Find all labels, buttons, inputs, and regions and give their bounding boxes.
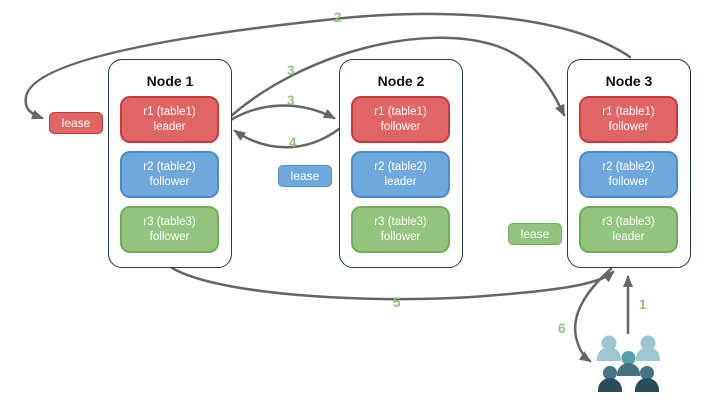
- step-label-2: 2: [334, 10, 342, 25]
- step-label-6: 6: [558, 321, 566, 336]
- step-label-1: 1: [639, 297, 647, 312]
- node2-replica-r1-follower: r1 (table1) follower: [351, 96, 450, 143]
- replica-label: r1 (table1): [374, 105, 427, 118]
- lease-badge-red: lease: [49, 112, 103, 134]
- replica-role: follower: [380, 230, 421, 243]
- replica-role: leader: [153, 120, 186, 133]
- node-2: Node 2 r1 (table1) follower r2 (table2) …: [339, 59, 463, 268]
- lease-badge-green: lease: [508, 223, 562, 245]
- node-2-title: Node 2: [377, 73, 425, 89]
- node3-replica-r1-follower: r1 (table1) follower: [579, 96, 678, 143]
- arrow-3-node1-to-node2: [227, 104, 336, 123]
- replica-label: r3 (table3): [374, 215, 427, 228]
- replica-label: r1 (table1): [143, 105, 196, 118]
- node-3-title: Node 3: [605, 73, 653, 89]
- node1-replica-r3-follower: r3 (table3) follower: [120, 206, 219, 253]
- replica-role: leader: [384, 175, 417, 188]
- step-label-5: 5: [393, 295, 401, 310]
- replica-role: follower: [149, 175, 190, 188]
- step-label-3a: 3: [287, 63, 295, 78]
- replica-role: follower: [380, 120, 421, 133]
- replica-role: follower: [608, 120, 649, 133]
- arrow-4-node2-to-node1: [233, 127, 341, 149]
- replica-role: leader: [612, 230, 645, 243]
- node-1-title: Node 1: [146, 73, 194, 89]
- replica-label: r3 (table3): [143, 215, 196, 228]
- step-label-3b: 3: [287, 93, 295, 108]
- node2-replica-r3-follower: r3 (table3) follower: [351, 206, 450, 253]
- node2-replica-r2-leader: r2 (table2) leader: [351, 151, 450, 198]
- node1-replica-r1-leader: r1 (table1) leader: [120, 96, 219, 143]
- replica-label: r1 (table1): [602, 105, 655, 118]
- node1-replica-r2-follower: r2 (table2) follower: [120, 151, 219, 198]
- replica-label: r3 (table3): [602, 215, 655, 228]
- replica-role: follower: [608, 175, 649, 188]
- replica-role: follower: [149, 230, 190, 243]
- node-1: Node 1 r1 (table1) leader r2 (table2) fo…: [108, 59, 232, 268]
- node3-replica-r3-leader: r3 (table3) leader: [579, 206, 678, 253]
- step-label-4: 4: [289, 135, 297, 150]
- replica-label: r2 (table2): [143, 160, 196, 173]
- replica-label: r2 (table2): [602, 160, 655, 173]
- lease-badge-blue: lease: [278, 165, 332, 187]
- replica-label: r2 (table2): [374, 160, 427, 173]
- node3-replica-r2-follower: r2 (table2) follower: [579, 151, 678, 198]
- node-3: Node 3 r1 (table1) follower r2 (table2) …: [567, 59, 691, 268]
- users-group-icon: [597, 335, 660, 392]
